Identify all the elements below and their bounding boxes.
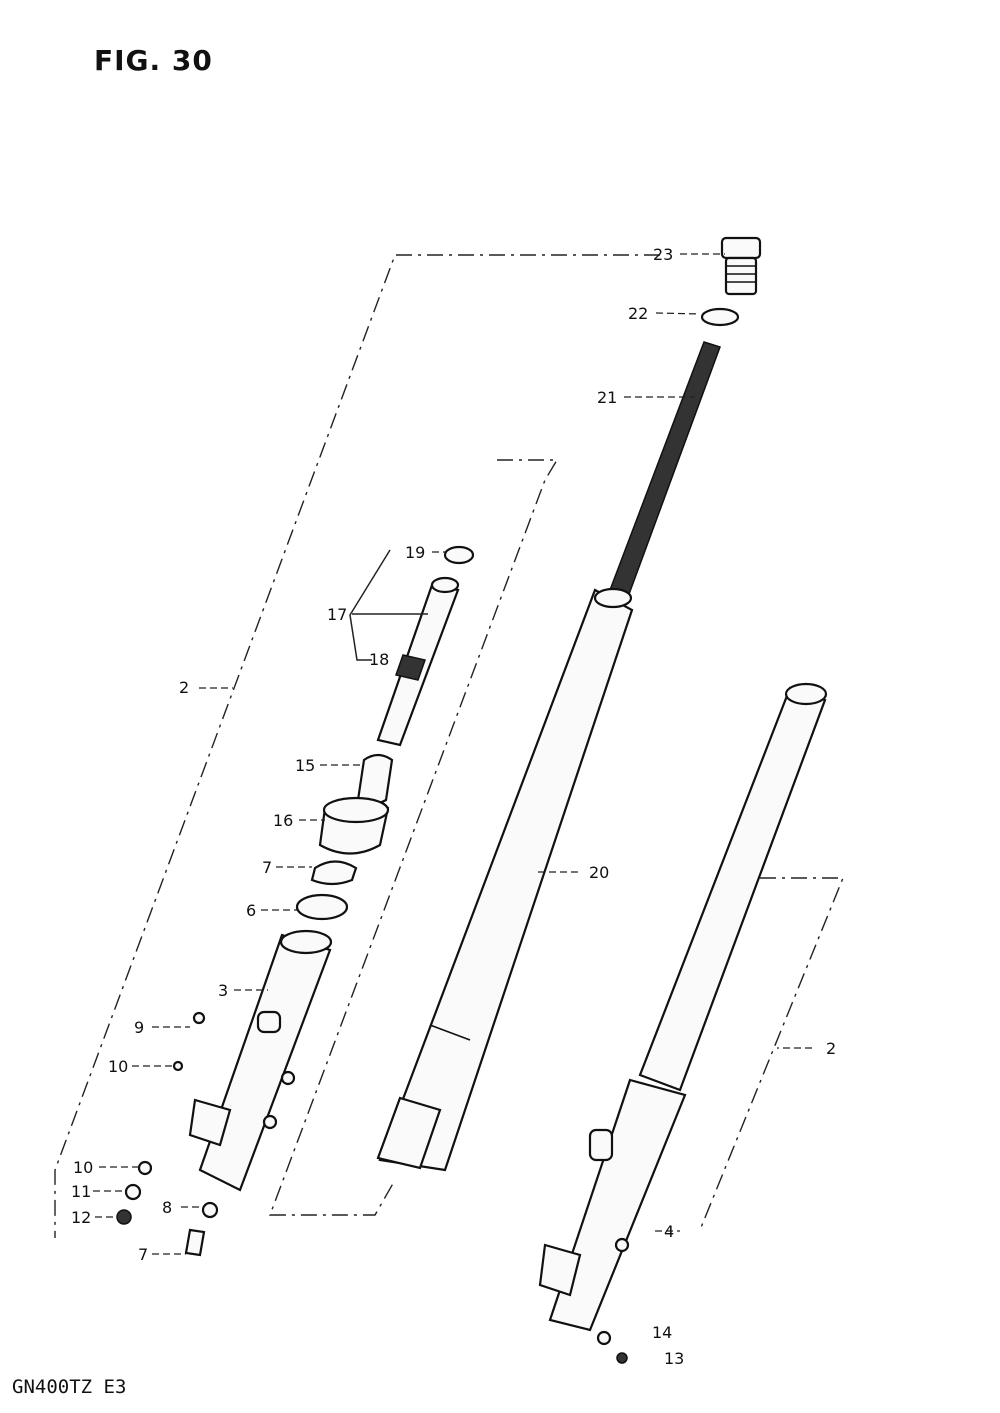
callout-18: 18 bbox=[369, 650, 389, 669]
fork-spring bbox=[606, 341, 721, 606]
o-ring bbox=[700, 307, 740, 327]
callout-16: 16 bbox=[273, 811, 293, 830]
callout-23: 23 bbox=[653, 245, 673, 264]
assembly-frame-inner bbox=[268, 459, 559, 1216]
fork-assembly-right bbox=[538, 682, 828, 1332]
assembly-frame-1 bbox=[54, 254, 660, 1238]
callout-20: 20 bbox=[589, 863, 609, 882]
callout-9: 9 bbox=[134, 1018, 144, 1037]
callout-22: 22 bbox=[628, 304, 648, 323]
callout-3: 3 bbox=[218, 981, 228, 1000]
callout-4: 4 bbox=[664, 1222, 674, 1241]
oil-seal bbox=[295, 893, 349, 921]
callout-10-lower: 10 bbox=[73, 1158, 93, 1177]
bolt-7 bbox=[184, 1228, 206, 1257]
washer-10a bbox=[172, 1060, 184, 1072]
callout-10-upper: 10 bbox=[108, 1057, 128, 1076]
figure-title: FIG. 30 bbox=[94, 44, 213, 77]
callout-13: 13 bbox=[664, 1349, 684, 1368]
callout-17: 17 bbox=[327, 605, 347, 624]
bolt-13 bbox=[616, 1352, 628, 1364]
model-code: GN400TZ E3 bbox=[12, 1376, 127, 1398]
callout-12: 12 bbox=[71, 1208, 91, 1227]
callout-8: 8 bbox=[162, 1198, 172, 1217]
fork-cap-bolt bbox=[720, 236, 762, 296]
callout-2: 2 bbox=[826, 1039, 836, 1058]
rebound-spring bbox=[356, 753, 394, 806]
inner-tube bbox=[376, 587, 634, 1172]
callout-6: 7 bbox=[262, 858, 272, 877]
washer-11 bbox=[124, 1183, 142, 1201]
callout-19: 19 bbox=[405, 543, 425, 562]
washer-14 bbox=[596, 1330, 612, 1346]
callout-15: 15 bbox=[295, 756, 315, 775]
callout-21: 21 bbox=[597, 388, 617, 407]
callout-7: 7 bbox=[138, 1245, 148, 1264]
dust-seal bbox=[318, 796, 390, 855]
screw-9 bbox=[192, 1011, 206, 1025]
circlip bbox=[310, 860, 358, 886]
callout-11: 11 bbox=[71, 1182, 91, 1201]
washer-10b bbox=[137, 1160, 153, 1176]
callout-5: 6 bbox=[246, 901, 256, 920]
nut-12 bbox=[116, 1209, 132, 1225]
outer-tube-left bbox=[188, 929, 333, 1192]
damper-rod bbox=[376, 576, 460, 747]
piston-ring bbox=[443, 545, 475, 565]
callout-1: 2 bbox=[179, 678, 189, 697]
callout-14: 14 bbox=[652, 1323, 672, 1342]
gasket-8 bbox=[201, 1201, 219, 1219]
